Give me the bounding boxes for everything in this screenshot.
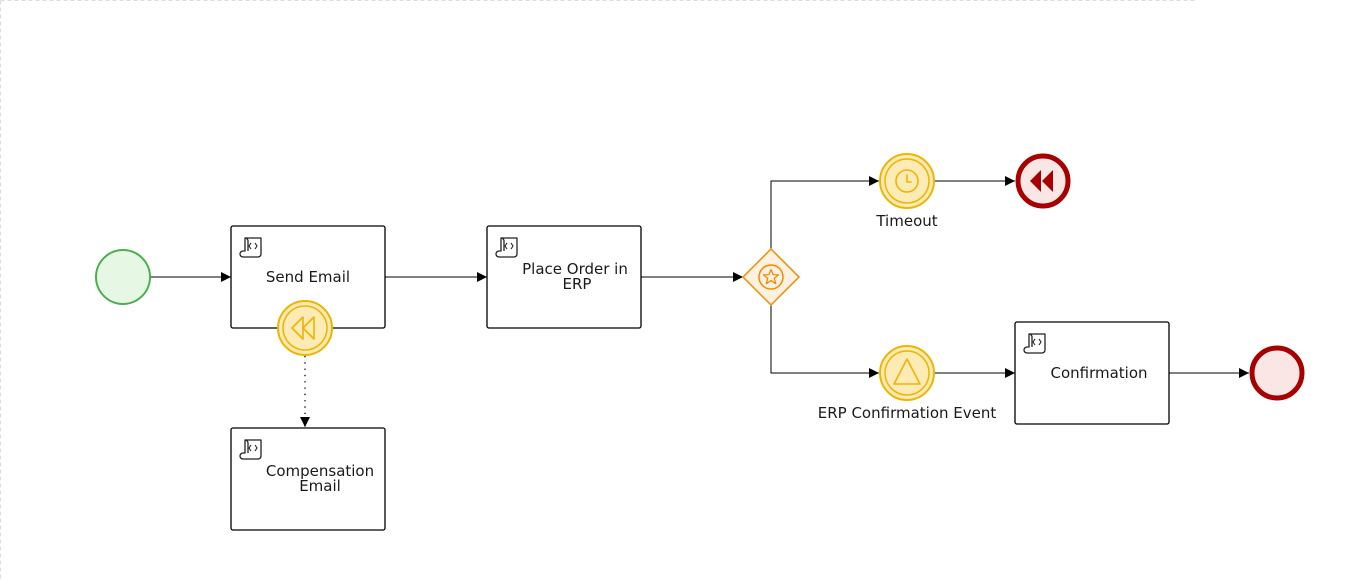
event-label-timeout: Timeout — [875, 212, 937, 230]
flow-gateway-to-timeout[interactable] — [770, 176, 879, 249]
end-event[interactable] — [1249, 345, 1305, 401]
event-based-gateway[interactable] — [741, 247, 801, 307]
script-icon — [239, 237, 262, 258]
task-label-line-1: Compensation — [266, 462, 374, 480]
task-place-order[interactable]: Place Order in ERP — [486, 225, 642, 329]
compensation-icon — [1030, 170, 1053, 192]
task-confirmation[interactable]: Confirmation — [1014, 321, 1170, 425]
signal-event-erp-confirmation[interactable] — [879, 345, 935, 401]
end-event-compensation[interactable] — [1015, 153, 1071, 209]
star-icon — [762, 268, 780, 285]
triangle-icon — [893, 358, 921, 385]
timer-event-timeout[interactable] — [879, 153, 935, 209]
task-label: Send Email — [266, 268, 350, 286]
script-icon — [495, 237, 518, 258]
compensation-icon — [291, 316, 315, 340]
task-label-line-1: Place Order in — [522, 260, 628, 278]
task-label-line-2: Email — [299, 477, 341, 495]
sequence-flows — [151, 176, 1249, 427]
task-send-email[interactable]: Send Email — [230, 225, 386, 329]
flow-gateway-to-erp-event[interactable] — [770, 305, 879, 378]
task-label-line-2: ERP — [563, 275, 592, 293]
task-label: Confirmation — [1050, 364, 1147, 382]
script-icon — [239, 439, 262, 460]
boundary-compensation-event[interactable] — [277, 300, 333, 356]
script-icon — [1023, 333, 1046, 354]
start-event[interactable] — [95, 249, 151, 305]
task-compensation-email[interactable]: Compensation Email — [230, 427, 386, 531]
clock-icon — [895, 169, 919, 193]
event-label-erp-confirmation: ERP Confirmation Event — [818, 404, 997, 422]
